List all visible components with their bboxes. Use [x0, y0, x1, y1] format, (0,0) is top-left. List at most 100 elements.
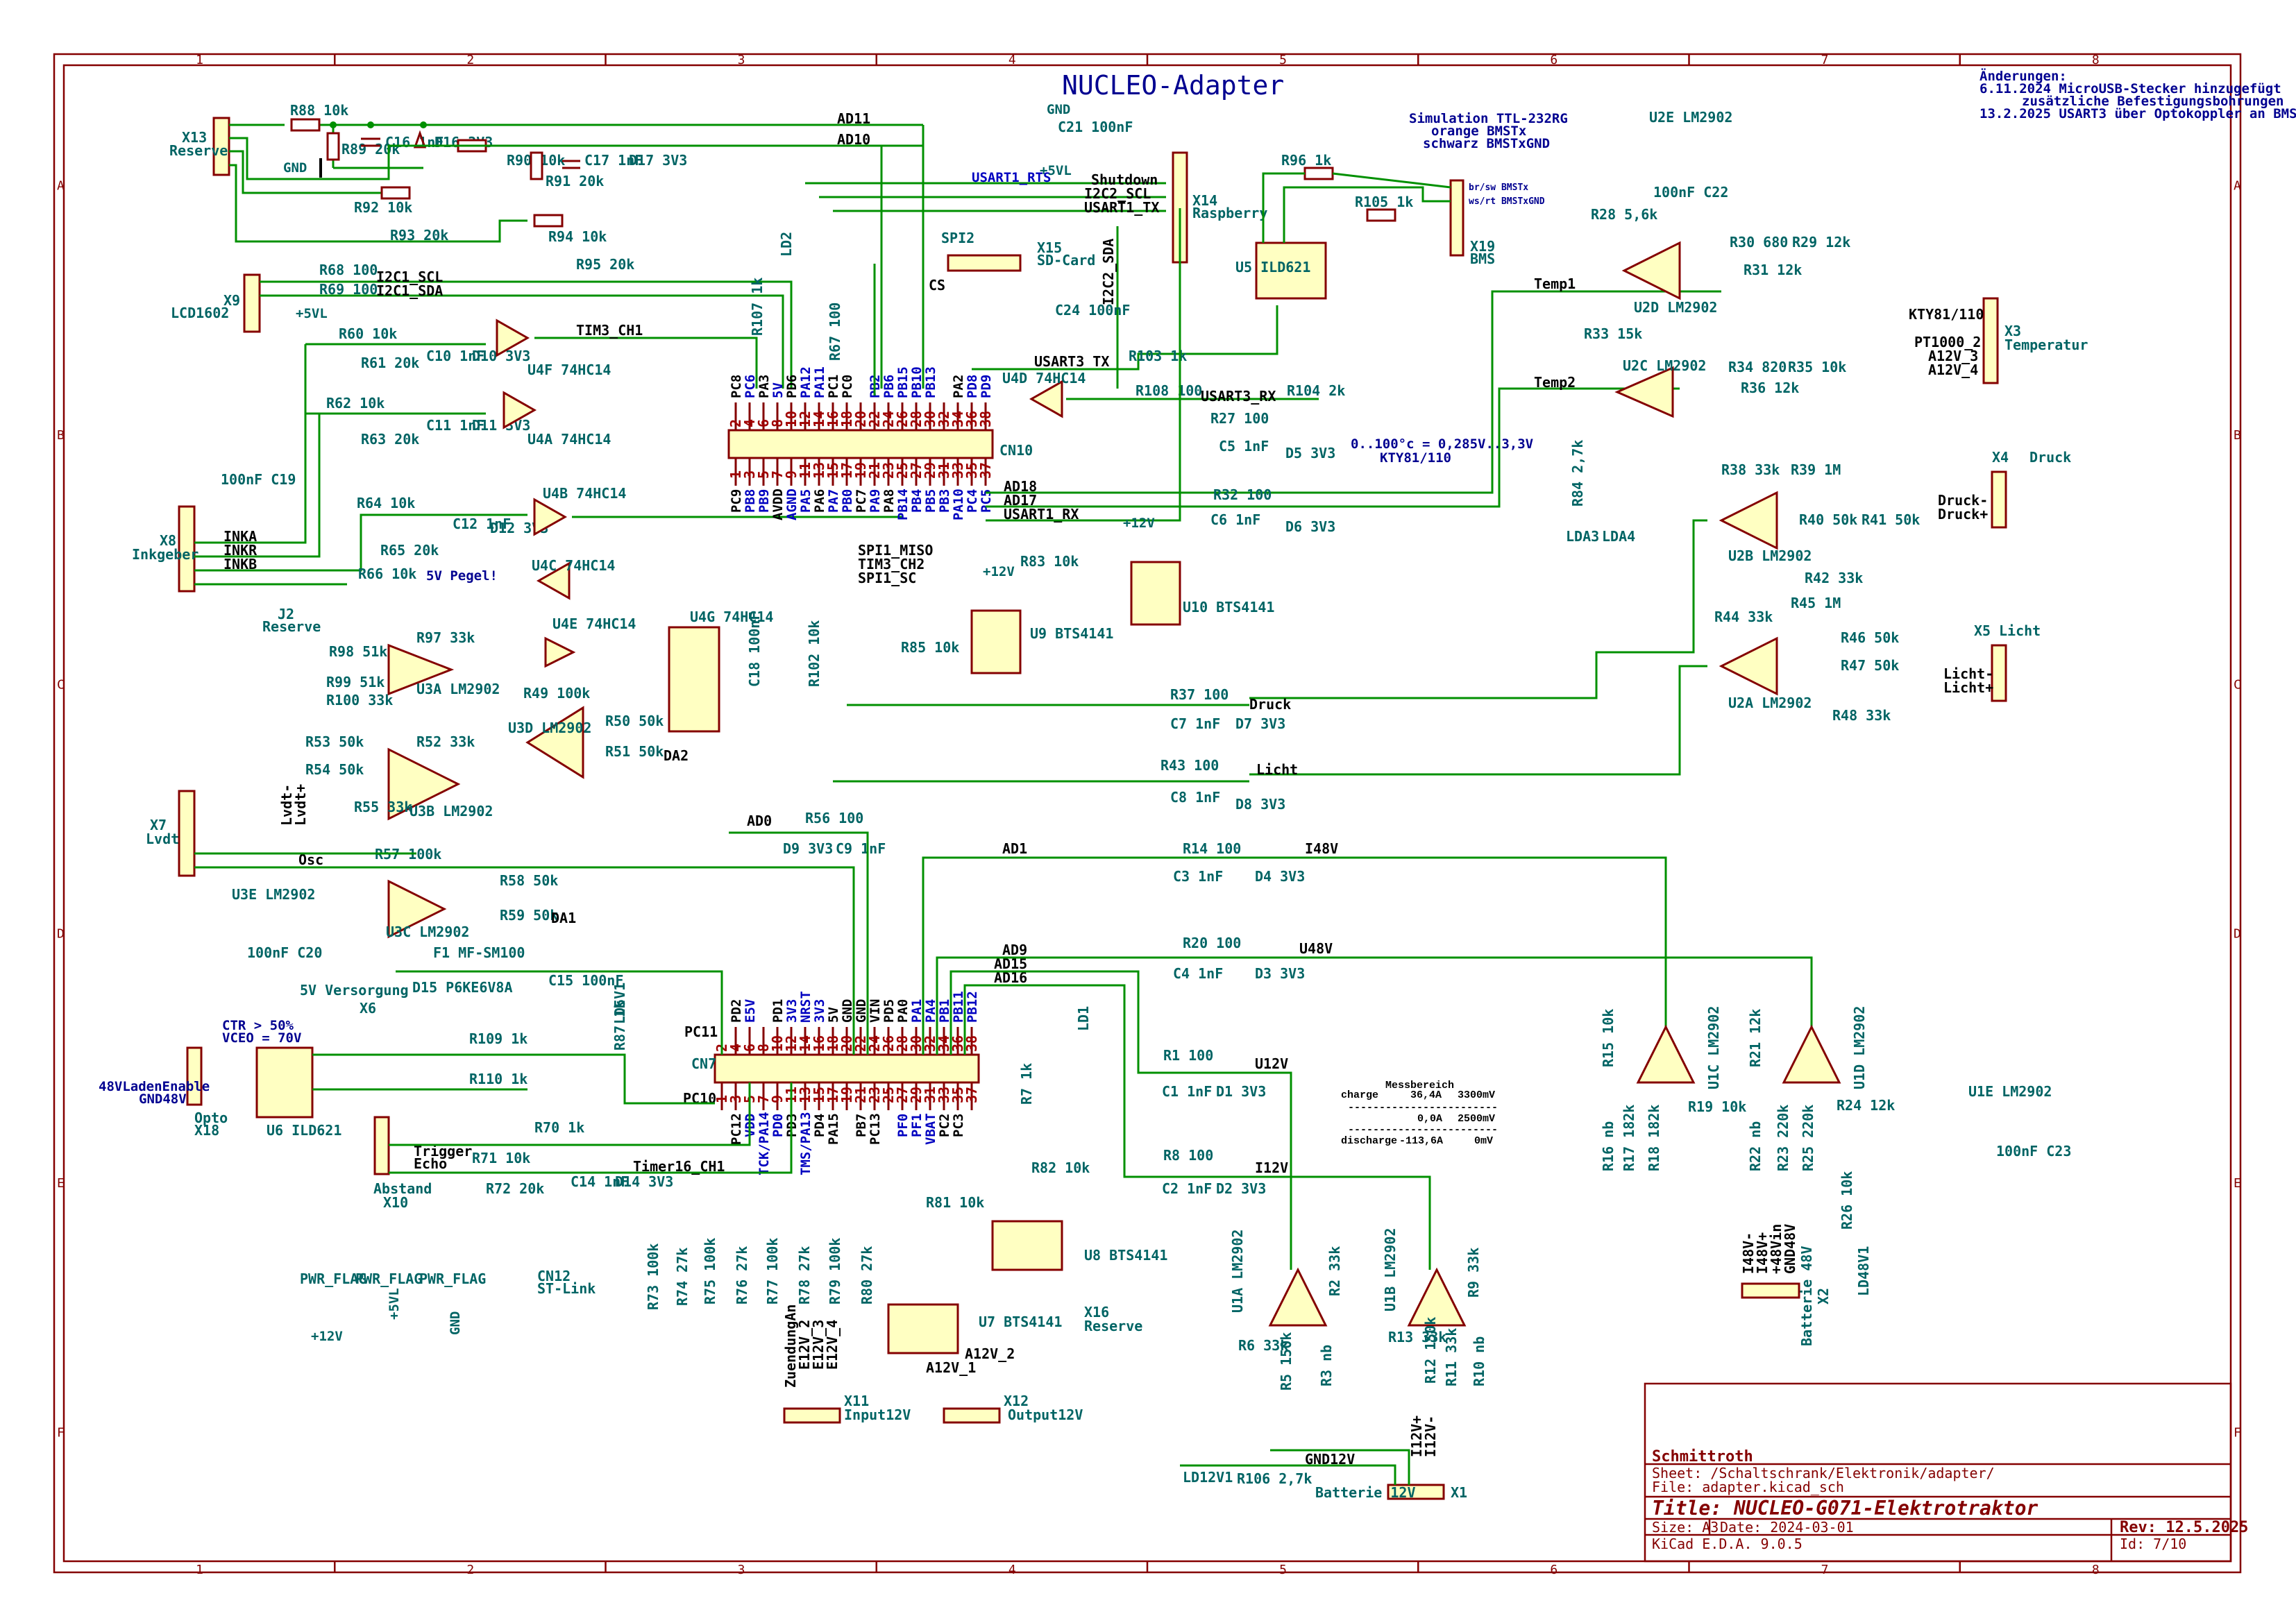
header-pin-number: 28 — [894, 1035, 911, 1052]
changes-line-1: 6.11.2024 MicroUSB-Stecker hinzugefügt — [1980, 81, 2281, 96]
connector-x8[interactable] — [178, 505, 196, 593]
u5-label: U5 ILD621 — [1235, 259, 1310, 275]
header-pin-name: PB14 — [895, 488, 911, 520]
header-pin-name: PC4 — [965, 489, 980, 513]
header-pin-number: 35 — [963, 462, 980, 479]
block-reserve-x13: X13 Reserve R88 10k R89 20k C16 1nF D16 … — [169, 102, 923, 273]
connector-x15[interactable] — [947, 254, 1022, 272]
header-pin-number: 22 — [866, 411, 883, 427]
x18-ref: X18 — [194, 1122, 219, 1139]
connector-x3[interactable] — [1982, 297, 1999, 384]
mb-charge-label: charge — [1341, 1089, 1378, 1101]
x9-ref: X9 — [223, 292, 240, 309]
u4b-label: U4B 74HC14 — [543, 485, 626, 502]
header-pin-number: 32 — [922, 1035, 938, 1052]
connector-x19[interactable] — [1449, 179, 1464, 257]
net-pc11: PC11 — [684, 1023, 718, 1040]
header-pin-number: 36 — [949, 1035, 966, 1052]
connector-x11[interactable] — [783, 1407, 841, 1424]
r70-label: R70 1k — [534, 1119, 584, 1136]
connector-x2[interactable] — [1741, 1282, 1800, 1299]
net-druck: Druck — [1249, 696, 1291, 713]
block-5v-supply: 5V Versorgung X6 F1 MF-SM100 D15 P6KE6V8… — [300, 944, 723, 1055]
connector-x10[interactable] — [373, 1116, 390, 1175]
r66-label: R66 10k — [358, 566, 416, 582]
u6-label: U6 ILD621 — [267, 1122, 341, 1139]
d7-label: D7 3V3 — [1235, 715, 1285, 732]
header-pin-name: PB11 — [951, 991, 966, 1023]
f1-label: F1 MF-SM100 — [433, 944, 525, 961]
mb-charge-voltage: 3300mV — [1458, 1089, 1495, 1101]
r71-label: R71 10k — [472, 1150, 530, 1166]
header-pin-name: AGND — [784, 488, 800, 520]
opamp-u3b — [387, 747, 461, 821]
tb-date: Date: 2024-03-01 — [1720, 1519, 1854, 1536]
r35-label: R35 10k — [1788, 359, 1846, 375]
x8-ref: X8 — [160, 532, 176, 549]
header-pin-number: 3 — [741, 470, 758, 479]
connector-x7[interactable] — [178, 790, 196, 877]
header-pin-number: 38 — [977, 411, 994, 427]
supply-u4g — [668, 626, 720, 733]
connector-x4[interactable] — [1991, 470, 2007, 529]
header-pin-name: VBAT — [923, 1113, 938, 1145]
schmitt-u4b — [533, 498, 568, 536]
x1-ref: X1 — [1451, 1484, 1467, 1501]
x3-label: Temperatur — [2004, 337, 2088, 353]
connector-x18[interactable] — [186, 1046, 203, 1106]
x11-pin-zuendung: ZuendungAn — [782, 1305, 799, 1388]
d3-label: D3 3V3 — [1255, 965, 1305, 982]
x3-pin-a12v3: A12V_3 — [1928, 348, 1978, 364]
c4-label: C4 1nF — [1173, 965, 1223, 982]
header-pin-number: 7 — [769, 470, 786, 479]
header-pin-name: PB10 — [909, 366, 925, 398]
header-pin-name: TCK/PA14 — [757, 1112, 772, 1175]
r22-label: R22 nb — [1747, 1121, 1764, 1171]
header-pin-number: 35 — [949, 1087, 966, 1103]
connector-x5[interactable] — [1991, 644, 2007, 702]
header-pin-number: 8 — [769, 419, 786, 427]
r32-label: R32 100 — [1213, 486, 1272, 503]
connector-x13[interactable] — [212, 117, 230, 176]
header-pin-name: E5V — [743, 999, 758, 1023]
x14-ref: X14 — [1192, 192, 1217, 209]
r83-label: R83 10k — [1020, 553, 1079, 570]
cn12-label: ST-Link — [537, 1280, 596, 1297]
net-da2: DA2 — [664, 747, 689, 764]
schmitt-u4d — [1029, 380, 1063, 418]
r38-label: R38 33k — [1721, 461, 1780, 478]
r98-label: R98 51k — [329, 643, 387, 660]
r16-label: R16 nb — [1600, 1121, 1617, 1171]
x12-pin-a12v2: A12V_2 — [965, 1345, 1015, 1362]
header-pin-name: PD2 — [729, 999, 744, 1023]
header-pin-number: 12 — [783, 1035, 800, 1052]
net-spi1-sc: SPI1_SC — [858, 570, 916, 586]
r109-label: R109 1k — [469, 1030, 527, 1047]
header-pin-name: PD6 — [784, 375, 800, 398]
u4e-label: U4E 74HC14 — [552, 615, 636, 632]
header-pin-name: PB15 — [895, 366, 911, 398]
x15-ref: X15 — [1037, 239, 1062, 256]
x3-pin-a12v4: A12V_4 — [1928, 362, 1978, 378]
d14-label: D14 3V3 — [615, 1173, 673, 1190]
header-pin-name: PA1 — [909, 999, 925, 1023]
u4d-label: U4D 74HC14 — [1002, 370, 1086, 386]
r75-label: R75 100k — [702, 1238, 718, 1305]
r21-label: R21 12k — [1747, 1009, 1764, 1067]
header-pin-name: PD9 — [979, 375, 994, 398]
r99-label: R99 51k — [326, 674, 385, 690]
schmitt-u4f — [496, 318, 530, 357]
r87-label: R87 1k — [611, 1001, 628, 1051]
lda3-label: LDA3 — [1566, 528, 1599, 545]
connector-x12[interactable] — [943, 1407, 1001, 1424]
frame-column-label: 2 — [466, 1563, 474, 1577]
header-pin-name: PA9 — [868, 489, 883, 513]
mb-zero-voltage: 2500mV — [1458, 1113, 1495, 1125]
header-pin-name: PB9 — [757, 489, 772, 513]
note-sim-2: orange BMSTx — [1431, 124, 1526, 139]
connector-x1[interactable] — [1387, 1484, 1445, 1500]
net-ad10: AD10 — [837, 131, 870, 148]
r9-label: R9 33k — [1465, 1248, 1482, 1298]
ld1-label: LD1 — [1075, 1006, 1092, 1031]
connector-x9[interactable] — [243, 273, 261, 333]
